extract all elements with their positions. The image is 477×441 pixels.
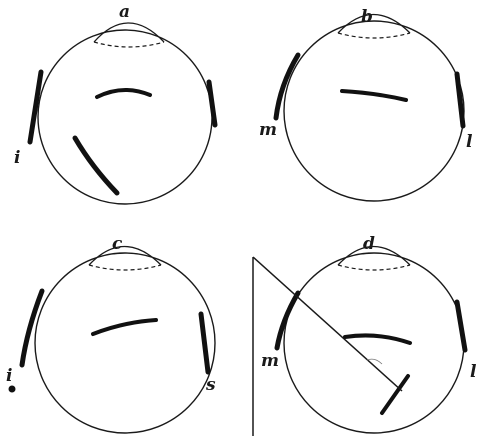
eyeball-outline [284, 253, 464, 433]
side-label-m: m [261, 351, 279, 371]
side-label-l: l [466, 132, 473, 152]
side-label-i: i [6, 366, 12, 386]
muscle-oblique [382, 376, 408, 413]
panel-label-d: d [363, 234, 375, 254]
panel-label-a: a [119, 2, 130, 22]
muscle-inferior [22, 291, 42, 365]
lens-arc [93, 320, 156, 334]
side-label-l: l [470, 362, 477, 382]
cornea-bulge [94, 23, 164, 42]
side-label-i: i [14, 148, 20, 168]
corneal-base-dashed [338, 33, 410, 38]
cornea-bulge [338, 15, 410, 34]
eyeball-outline [38, 30, 212, 204]
corneal-base-dashed [94, 42, 164, 47]
lens-arc [345, 335, 410, 343]
panel-a: a i [14, 2, 215, 204]
cornea-bulge [89, 247, 161, 266]
panel-d: d m l [253, 234, 477, 436]
corneal-base-dashed [338, 265, 410, 270]
eyeball-outline [284, 21, 464, 201]
eyeball-outline [35, 253, 215, 433]
panel-b: b m l [259, 7, 473, 201]
muscle-right [209, 82, 215, 125]
panel-c: c i s [6, 234, 216, 433]
muscle-oblique [75, 138, 117, 193]
muscle-superior [201, 314, 208, 372]
panel-label-c: c [112, 234, 123, 254]
side-label-m: m [259, 120, 277, 140]
lens-arc [97, 90, 150, 97]
muscle-lateral [457, 302, 465, 350]
muscle-lateral [457, 74, 463, 126]
side-label-s: s [205, 375, 216, 395]
panel-label-b: b [361, 7, 373, 27]
marker-dot [9, 386, 16, 393]
corneal-base-dashed [89, 265, 161, 270]
lens-arc [342, 91, 406, 100]
